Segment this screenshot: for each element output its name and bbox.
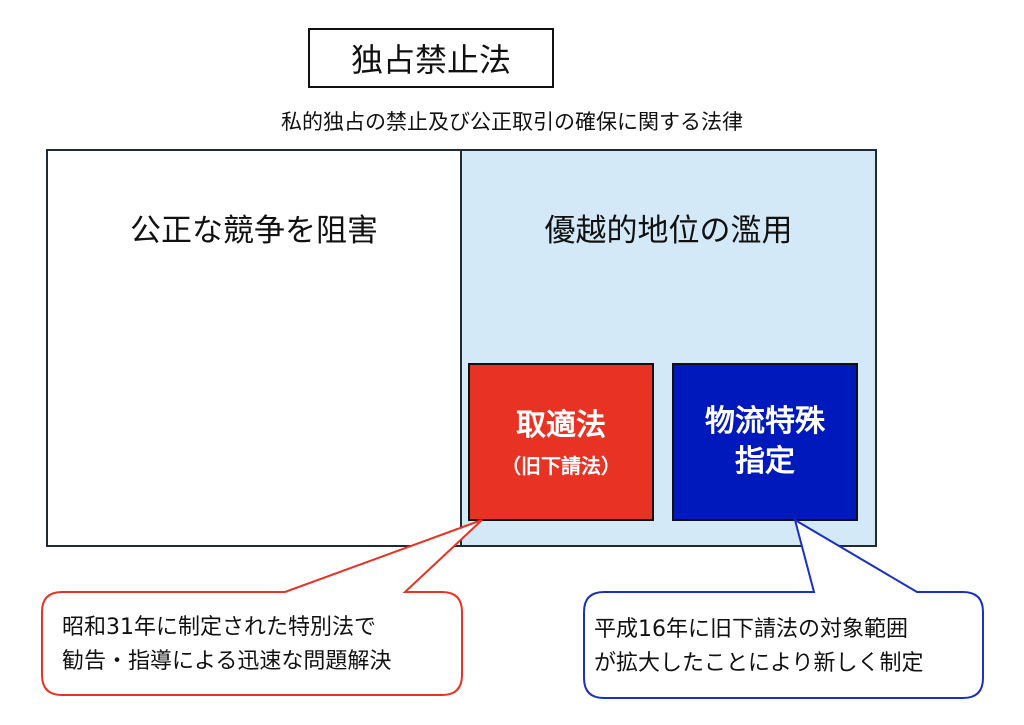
logistics-designation-box: 物流特殊 指定 xyxy=(672,363,858,521)
box-title: 取適法 xyxy=(516,407,606,443)
fair-competition-panel: 公正な競争を阻害 xyxy=(46,149,462,547)
right-callout-text: 平成16年に旧下請法の対象範囲 が拡大したことにより新しく制定 xyxy=(594,613,924,681)
right-callout-bubble xyxy=(583,517,984,699)
box-subtitle: （旧下請法） xyxy=(501,453,621,478)
torite-law-box: 取適法 （旧下請法） xyxy=(468,363,654,521)
callout-line: 昭和31年に制定された特別法で xyxy=(62,615,376,640)
callout-line: 勧告・指導による迅速な問題解決 xyxy=(62,649,392,674)
panel-title: 公正な競争を阻害 xyxy=(130,213,378,249)
left-callout-bubble xyxy=(41,519,483,696)
box-title-line2: 指定 xyxy=(735,444,795,479)
diagram-subtitle: 私的独占の禁止及び公正取引の確保に関する法律 xyxy=(281,110,743,134)
callout-line: が拡大したことにより新しく制定 xyxy=(594,651,924,676)
diagram-title: 独占禁止法 xyxy=(308,28,554,88)
left-callout-text: 昭和31年に制定された特別法で 勧告・指導による迅速な問題解決 xyxy=(62,611,391,679)
box-title-line1: 物流特殊 xyxy=(705,404,825,439)
panel-title: 優越的地位の濫用 xyxy=(544,213,793,249)
callout-line: 平成16年に旧下請法の対象範囲 xyxy=(594,617,908,642)
